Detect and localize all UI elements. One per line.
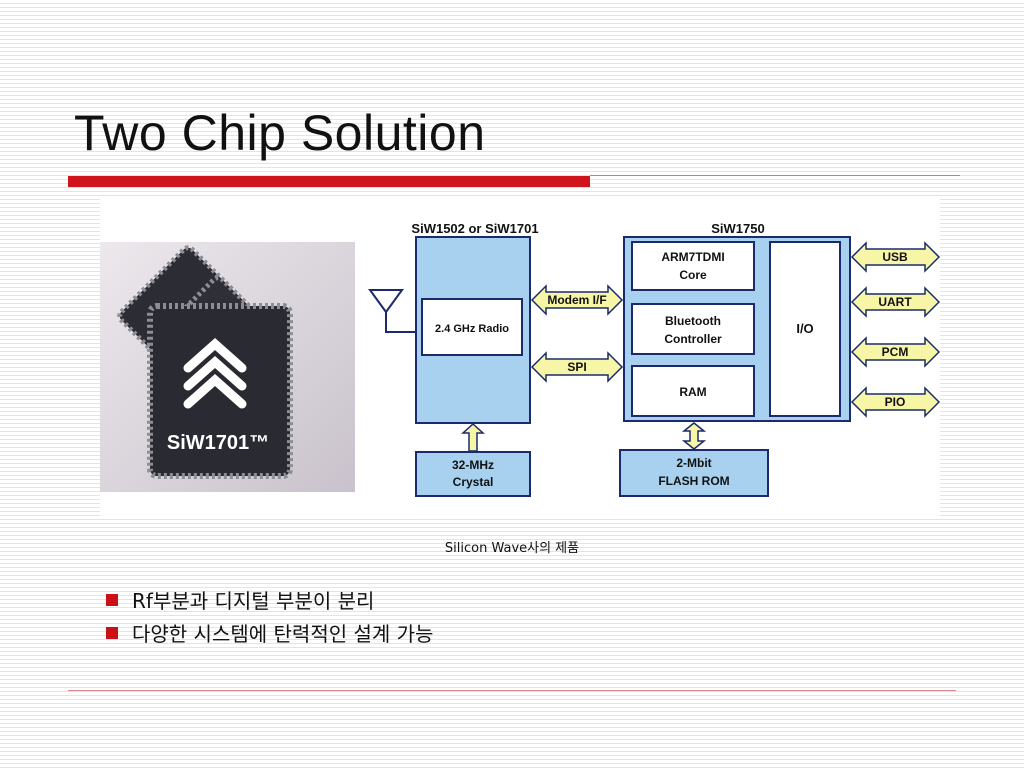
chip-photo-label: SiW1701™ (167, 432, 269, 454)
bullet-list: Rf부분과 디지털 부분이 분리 다양한 시스템에 탄력적인 설계 가능 (106, 583, 433, 649)
modem-if-arrow: Modem I/F (530, 284, 624, 316)
flash-rom-label-1: 2-Mbit (676, 456, 711, 470)
usb-label: USB (882, 250, 908, 264)
crystal-block (415, 451, 531, 497)
uart-arrow: UART (850, 286, 940, 318)
arm-core-label-1: ARM7TDMI (661, 250, 724, 264)
chip-photo: SiW1701™ (100, 242, 355, 492)
chip-figure: SiW1701™ SiW1502 or SiW1701 2.4 GHz Radi… (100, 196, 940, 518)
usb-arrow: USB (850, 241, 940, 273)
radio-chip-title: SiW1502 or SiW1701 (411, 221, 538, 236)
crystal-label-1: 32-MHz (452, 458, 494, 472)
title-underline-red (68, 176, 590, 187)
bullet-square-icon (106, 626, 118, 639)
bluetooth-controller-label-2: Controller (664, 332, 722, 346)
silicon-wave-logo (183, 337, 247, 409)
footer-divider (68, 690, 956, 691)
pio-label: PIO (885, 395, 906, 409)
crystal-arrow (461, 422, 485, 452)
bluetooth-controller-block (631, 303, 755, 355)
flash-arrow (681, 422, 707, 450)
bluetooth-controller-label-1: Bluetooth (665, 314, 721, 328)
slide-title: Two Chip Solution (74, 105, 486, 161)
bullet-item: 다양한 시스템에 탄력적인 설계 가능 (106, 616, 433, 649)
arm-core-block (631, 241, 755, 291)
bullet-text: 다양한 시스템에 탄력적인 설계 가능 (132, 622, 434, 646)
ram-label: RAM (679, 385, 706, 399)
ram-block (631, 365, 755, 417)
bullet-square-icon (106, 593, 118, 606)
spi-arrow: SPI (530, 351, 624, 383)
baseband-chip-title: SiW1750 (711, 221, 764, 236)
antenna-icon (368, 289, 418, 333)
pcm-label: PCM (882, 345, 909, 359)
title-underline-thin (590, 175, 960, 176)
chip-package (147, 303, 293, 479)
pio-arrow: PIO (850, 386, 940, 418)
flash-rom-label-2: FLASH ROM (658, 474, 729, 488)
bullet-text: Rf부분과 디지털 부분이 분리 (132, 589, 375, 613)
flash-rom-block (619, 449, 769, 497)
spi-label: SPI (567, 360, 586, 374)
block-diagram: SiW1701™ SiW1502 or SiW1701 2.4 GHz Radi… (100, 221, 940, 497)
io-label: I/O (796, 321, 813, 336)
modem-if-label: Modem I/F (547, 293, 606, 307)
uart-label: UART (878, 295, 912, 309)
radio-block (421, 298, 523, 356)
bullet-item: Rf부분과 디지털 부분이 분리 (106, 583, 433, 616)
radio-label: 2.4 GHz Radio (435, 323, 509, 335)
arm-core-label-2: Core (679, 268, 707, 282)
crystal-label-2: Crystal (453, 475, 494, 489)
figure-caption: Silicon Wave사의 제품 (444, 541, 580, 556)
pcm-arrow: PCM (850, 336, 940, 368)
io-block (769, 241, 841, 417)
